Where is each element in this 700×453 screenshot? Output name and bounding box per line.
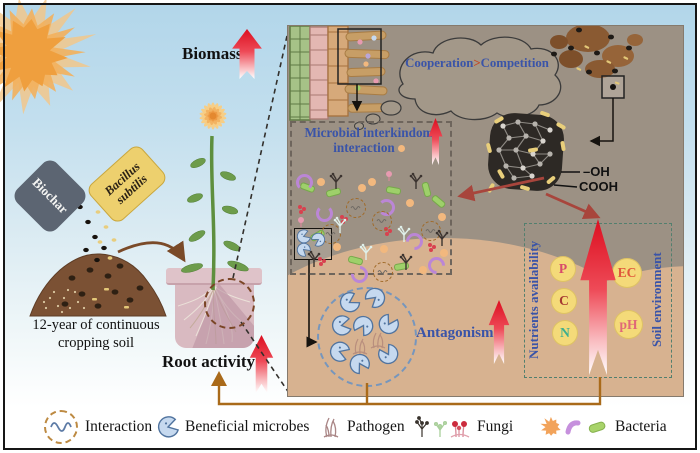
legend-bacteria: Bacteria [540, 410, 667, 444]
chrysanthemum-plant [181, 102, 249, 291]
dark-fungus-icon [434, 229, 450, 247]
red-microbe-cluster-icon [428, 243, 432, 247]
pathogen-icon [370, 330, 386, 350]
biomass-up-arrow [232, 29, 262, 79]
microbial-interaction-box [290, 121, 452, 275]
panel-illustrations [289, 26, 643, 348]
biochar-to-microbes-arrow [457, 176, 545, 202]
beneficial-microbe-icon [156, 415, 180, 439]
beneficial-microbe-icon [310, 231, 328, 249]
antagonism-up-arrow [488, 300, 510, 364]
thought-cloud [354, 36, 562, 130]
orange-microbe-icon [438, 213, 446, 221]
beneficial-microbe-icon [351, 313, 377, 339]
interaction-circle-icon [372, 211, 392, 231]
soil-to-pot-arrow [117, 240, 186, 263]
pathogen-icon [322, 415, 340, 439]
zoom-callout-lines [232, 26, 290, 394]
microbe-scatter [288, 26, 683, 396]
pink-fungus-icon [296, 216, 306, 228]
interaction-circle-icon [346, 198, 366, 218]
env-ph-circle: pH [614, 310, 643, 339]
orange-microbe-icon [358, 184, 366, 192]
red-microbe-cluster-icon [298, 205, 302, 209]
root-cross-section [289, 26, 390, 121]
microbial-up-arrow [428, 118, 443, 165]
pathogen-icon [352, 336, 368, 356]
beneficial-microbe-icon [362, 284, 389, 311]
dark-fungus-icon [306, 250, 322, 268]
orange-microbe-icon [440, 249, 448, 257]
falling-particles [77, 204, 117, 263]
bacteria-icon [540, 416, 608, 438]
nutrient-n-circle: N [552, 320, 578, 346]
microbial-box-title: Microbial interkindom interaction [304, 125, 434, 155]
cross-section-callout-box [337, 28, 382, 85]
orange-microbe-icon [333, 243, 341, 251]
beneficial-microbe-icon [347, 351, 373, 377]
interaction-circle-icon [373, 262, 393, 282]
legend-fungi: Fungi [414, 410, 513, 444]
nutrients-up-arrow [580, 219, 616, 375]
beneficial-microbe-icon [376, 342, 402, 368]
orange-microbe-icon [419, 266, 427, 274]
root-activity-up-arrow [249, 335, 274, 393]
soil-caption: 12-year of continuous cropping soil [32, 317, 160, 351]
beneficial-microbe-icon [337, 290, 363, 316]
cooh-label: COOH [579, 179, 618, 194]
env-ec-circle: EC [612, 258, 642, 288]
sun-icon [0, 0, 97, 115]
white-fungus-icon [396, 225, 412, 243]
legend-pathogen: Pathogen [322, 410, 405, 444]
antagonism-label: Antagonism [416, 325, 494, 341]
panel-arrows [428, 118, 616, 375]
legend-beneficial-microbes: Beneficial microbes [156, 410, 309, 444]
orange-microbe-dot [397, 145, 405, 153]
beneficial-microbe-icon [294, 240, 312, 258]
square-to-antagonism-arrow [306, 259, 318, 348]
aggregate-to-biochar-arrow [589, 98, 614, 147]
orange-microbe-icon [317, 178, 325, 186]
dark-fungus-icon [398, 253, 414, 271]
orange-microbe-icon [380, 245, 388, 253]
soil-aggregates [550, 26, 643, 78]
fungi-icon [414, 415, 470, 439]
soil-zoom-panel: Microbial interkindom interaction Cooper… [287, 25, 684, 397]
nutrient-p-circle: P [550, 256, 576, 282]
dark-fungus-icon [408, 172, 424, 190]
white-fungus-icon [332, 216, 348, 234]
legend-interaction: Interaction [44, 410, 152, 444]
cloud-text: Cooperation>Competition [405, 56, 549, 70]
pink-fungus-icon [384, 170, 394, 182]
interaction-icon [44, 410, 78, 444]
root-activity-label: Root activity [162, 352, 256, 371]
orange-microbe-icon [368, 178, 376, 186]
orange-microbe-icon [406, 199, 414, 207]
legend-bar: Interaction Beneficial microbes Pathogen [0, 410, 700, 446]
biochar-to-soilbox-arrow [545, 192, 601, 220]
interaction-circle-icon [421, 221, 441, 241]
beneficial-microbes-icon [156, 415, 180, 439]
purple-bacterium-icon [296, 174, 313, 191]
oh-label: –OH [583, 164, 610, 179]
red-microbe-cluster-icon [318, 257, 322, 261]
red-microbe-cluster-icon [340, 215, 344, 219]
beneficial-microbe-icon [327, 339, 351, 363]
bracket-arrowhead [211, 371, 227, 386]
nutrient-c-circle: C [551, 288, 577, 314]
beneficial-microbe-icon [295, 228, 312, 245]
soil-pile [29, 253, 167, 317]
biochar-particle [486, 110, 580, 193]
white-fungus-icon [358, 243, 374, 261]
beneficial-microbe-icon [376, 312, 402, 338]
root-zone-circle [204, 278, 255, 329]
biomass-label: Biomass [182, 44, 243, 63]
dark-fungus-icon [328, 172, 344, 190]
beneficial-microbe-icon [330, 314, 352, 336]
